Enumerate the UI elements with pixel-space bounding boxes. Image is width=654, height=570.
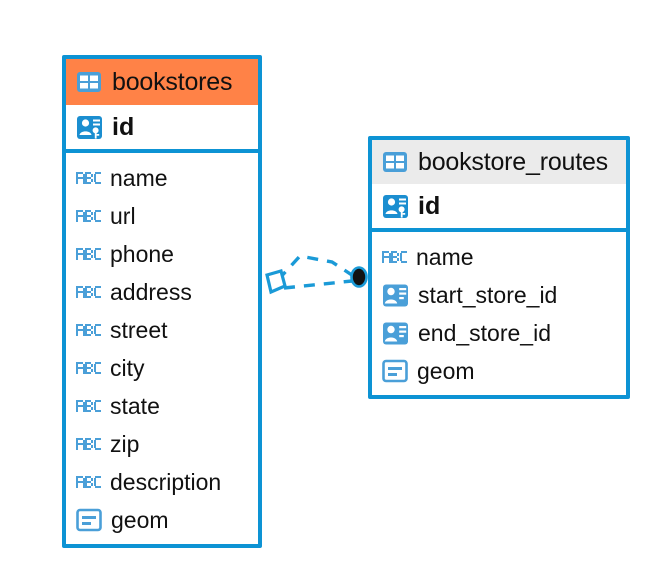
entity-bookstore-routes[interactable]: bookstore_routes id	[368, 136, 630, 399]
text-type-icon	[76, 398, 101, 414]
field-label: city	[110, 354, 145, 381]
geometry-type-icon	[76, 508, 102, 532]
text-type-icon	[76, 360, 101, 376]
field-label: zip	[110, 430, 140, 457]
text-type-icon	[382, 249, 407, 265]
foreign-key-icon	[382, 321, 409, 346]
field-label: url	[110, 202, 136, 229]
field-label: name	[110, 164, 168, 191]
relationship-target-dot-icon	[350, 266, 368, 288]
field-row-description[interactable]: description	[66, 463, 258, 501]
field-row-name[interactable]: name	[372, 238, 626, 276]
entity-header-bookstore-routes[interactable]: bookstore_routes	[372, 140, 626, 184]
field-row-state[interactable]: state	[66, 387, 258, 425]
primary-key-icon	[382, 193, 409, 220]
field-row-name[interactable]: name	[66, 159, 258, 197]
relationship-source-diamond-icon	[265, 269, 287, 295]
field-row-street[interactable]: street	[66, 311, 258, 349]
field-row-phone[interactable]: phone	[66, 235, 258, 273]
field-row-primary-key[interactable]: id	[66, 105, 258, 153]
field-row-address[interactable]: address	[66, 273, 258, 311]
entity-bookstores[interactable]: bookstores id	[62, 55, 262, 548]
text-type-icon	[76, 208, 101, 224]
relationship-line-lower	[283, 279, 353, 290]
field-label: phone	[110, 240, 174, 267]
text-type-icon	[76, 322, 101, 338]
field-row-geom[interactable]: geom	[372, 352, 626, 390]
geometry-type-icon	[382, 359, 408, 383]
primary-key-icon	[76, 114, 103, 141]
field-label: description	[110, 468, 222, 495]
entity-header-bookstores[interactable]: bookstores	[66, 59, 258, 105]
field-row-geom[interactable]: geom	[66, 501, 258, 539]
relationship-line-upper	[276, 254, 356, 282]
table-icon	[382, 151, 408, 173]
field-label: id	[112, 112, 135, 141]
field-list-bookstores: name u	[66, 153, 258, 545]
field-row-end-store-id[interactable]: end_store_id	[372, 314, 626, 352]
field-label: geom	[111, 506, 169, 533]
field-label: start_store_id	[418, 281, 558, 308]
field-row-city[interactable]: city	[66, 349, 258, 387]
text-type-icon	[76, 436, 101, 452]
field-label: geom	[417, 357, 475, 384]
field-list-bookstore-routes: name start_store_id	[372, 232, 626, 396]
foreign-key-icon	[382, 283, 409, 308]
entity-title: bookstore_routes	[418, 147, 608, 176]
field-row-primary-key[interactable]: id	[372, 184, 626, 232]
field-row-zip[interactable]: zip	[66, 425, 258, 463]
field-row-url[interactable]: url	[66, 197, 258, 235]
field-label: street	[110, 316, 168, 343]
text-type-icon	[76, 284, 101, 300]
field-row-start-store-id[interactable]: start_store_id	[372, 276, 626, 314]
field-label: state	[110, 392, 160, 419]
entity-title: bookstores	[112, 67, 233, 96]
field-label: end_store_id	[418, 319, 551, 346]
text-type-icon	[76, 474, 101, 490]
table-icon	[76, 71, 102, 93]
field-label: address	[110, 278, 192, 305]
text-type-icon	[76, 246, 101, 262]
field-label: name	[416, 243, 474, 270]
field-label: id	[418, 191, 441, 220]
text-type-icon	[76, 170, 101, 186]
